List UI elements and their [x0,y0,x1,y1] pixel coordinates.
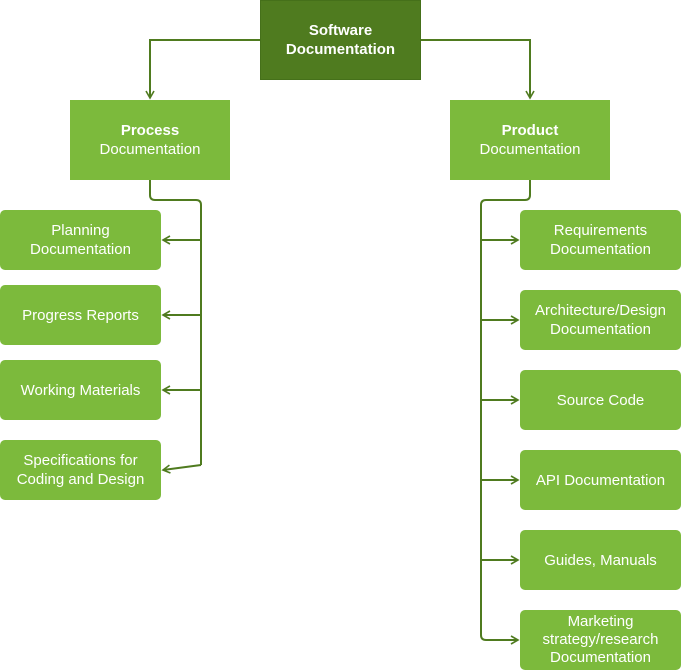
product-item-guides-manuals: Guides, Manuals [520,530,681,590]
product-item-5-line-1: Guides, Manuals [544,551,657,569]
product-item-architecture-design: Architecture/Design Documentation [520,290,681,350]
product-item-3-line-1: Source Code [556,391,645,409]
product-item-1-line-2: Documentation [550,241,651,258]
process-item-3-line-1: Working Materials [20,381,141,399]
connector-process-4 [161,464,202,474]
process-documentation-node: Process Documentation [70,100,230,180]
process-subtitle: Documentation [99,141,201,158]
process-item-planning-documentation: Planning Documentation [0,210,161,270]
product-title: Product [501,122,559,139]
process-item-1-line-2: Documentation [30,241,131,258]
product-item-2-line-1: Architecture/Design [535,302,666,319]
process-item-working-materials: Working Materials [0,360,161,420]
product-item-6-line-1: Marketing [567,613,634,630]
process-item-4-line-1: Specifications for [23,452,138,469]
process-item-4-line-2: Coding and Design [16,471,145,488]
connector-product-6 [480,634,520,645]
root-node-software-documentation: Software Documentation [260,0,421,80]
connector-process-trunk [149,180,202,465]
process-title: Process [120,122,180,139]
root-title-line-2: Documentation [285,41,396,58]
product-item-4-line-1: API Documentation [535,471,666,489]
product-item-marketing-strategy: Marketing strategy/research Documentatio… [520,610,681,670]
product-subtitle: Documentation [479,141,581,158]
connector-product-trunk [480,180,531,635]
product-item-source-code: Source Code [520,370,681,430]
connector-root-process [145,39,260,100]
process-item-1-line-1: Planning [51,222,110,239]
process-item-progress-reports: Progress Reports [0,285,161,345]
product-item-6-line-2: strategy/research [542,631,659,648]
connector-root-product [421,39,535,100]
product-item-2-line-2: Documentation [550,321,651,338]
product-item-6-line-3: Documentation [550,649,651,666]
process-item-specifications: Specifications for Coding and Design [0,440,161,500]
product-item-1-line-1: Requirements [553,222,648,239]
root-title-line-1: Software [308,22,373,39]
product-item-api-documentation: API Documentation [520,450,681,510]
product-item-requirements-documentation: Requirements Documentation [520,210,681,270]
process-item-2-line-1: Progress Reports [22,306,139,324]
product-documentation-node: Product Documentation [450,100,610,180]
